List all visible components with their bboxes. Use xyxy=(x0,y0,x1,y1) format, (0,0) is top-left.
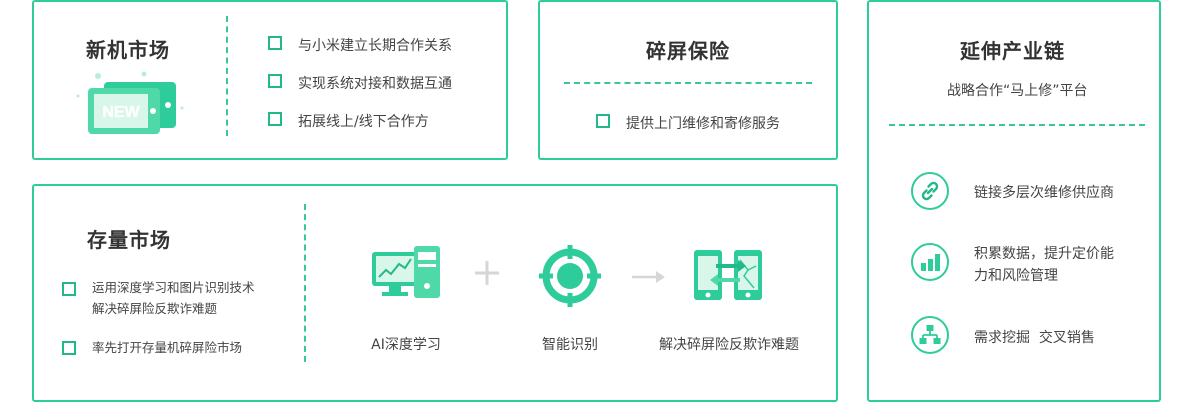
new-market-card: 新机市场 NEW 与小米建立长期合作关系 实现系统对接和数据互通 拓展线上/线下… xyxy=(32,0,508,160)
new-market-divider xyxy=(226,16,228,136)
new-market-item: 实现系统对接和数据互通 xyxy=(298,76,452,92)
checkbox-icon xyxy=(268,36,282,50)
industry-chain-title: 延伸产业链 xyxy=(960,39,1065,63)
new-market-title: 新机市场 xyxy=(86,38,170,62)
arrow-right-icon xyxy=(632,268,666,283)
industry-chain-item: 需求挖掘 交叉销售 xyxy=(974,330,1095,346)
step-label: 解决碎屏险反欺诈难题 xyxy=(659,337,799,353)
step-label: AI深度学习 xyxy=(371,337,441,353)
new-phone-icon: NEW xyxy=(74,68,186,134)
stock-market-item-line: 运用深度学习和图片识别技术 xyxy=(92,280,255,295)
step-label: 智能识别 xyxy=(542,337,598,353)
checkbox-icon xyxy=(268,74,282,88)
computer-chart-icon xyxy=(372,246,442,302)
industry-chain-item: 链接多层次维修供应商 xyxy=(974,185,1114,201)
checkbox-icon xyxy=(268,112,282,126)
target-icon xyxy=(537,243,603,309)
checkbox-icon xyxy=(62,282,76,296)
stock-market-divider xyxy=(304,204,306,362)
stock-market-item: 运用深度学习和图片识别技术 解决碎屏险反欺诈难题 xyxy=(92,277,255,319)
checkbox-icon xyxy=(596,114,610,128)
svg-text:NEW: NEW xyxy=(102,104,140,121)
stock-market-card: 存量市场 运用深度学习和图片识别技术 解决碎屏险反欺诈难题 率先打开存量机碎屏险… xyxy=(32,184,838,402)
industry-chain-item: 积累数据，提升定价能 力和风险管理 xyxy=(974,243,1114,287)
new-market-item: 拓展线上/线下合作方 xyxy=(298,114,429,130)
industry-chain-subtitle: 战略合作“马上修”平台 xyxy=(947,83,1088,99)
industry-chain-divider xyxy=(889,124,1145,126)
screen-insurance-card: 碎屏保险 提供上门维修和寄修服务 xyxy=(538,0,838,160)
stock-market-title: 存量市场 xyxy=(87,228,171,252)
new-market-item: 与小米建立长期合作关系 xyxy=(298,38,452,54)
industry-chain-item-line: 力和风险管理 xyxy=(974,268,1058,284)
bar-chart-icon xyxy=(911,243,949,281)
screen-insurance-item: 提供上门维修和寄修服务 xyxy=(626,116,780,132)
stock-market-item: 率先打开存量机碎屏险市场 xyxy=(92,340,243,355)
link-icon xyxy=(911,172,949,210)
phone-swap-icon xyxy=(694,248,766,302)
network-icon xyxy=(911,316,949,354)
industry-chain-item-line: 积累数据，提升定价能 xyxy=(974,246,1114,262)
stock-market-item-line: 解决碎屏险反欺诈难题 xyxy=(92,301,218,316)
screen-insurance-title: 碎屏保险 xyxy=(646,39,730,63)
checkbox-icon xyxy=(62,341,76,355)
plus-icon xyxy=(474,260,500,286)
screen-insurance-divider xyxy=(564,82,812,84)
industry-chain-card: 延伸产业链 战略合作“马上修”平台 链接多层次维修供应商 积累数据，提升定价能 … xyxy=(867,0,1161,402)
